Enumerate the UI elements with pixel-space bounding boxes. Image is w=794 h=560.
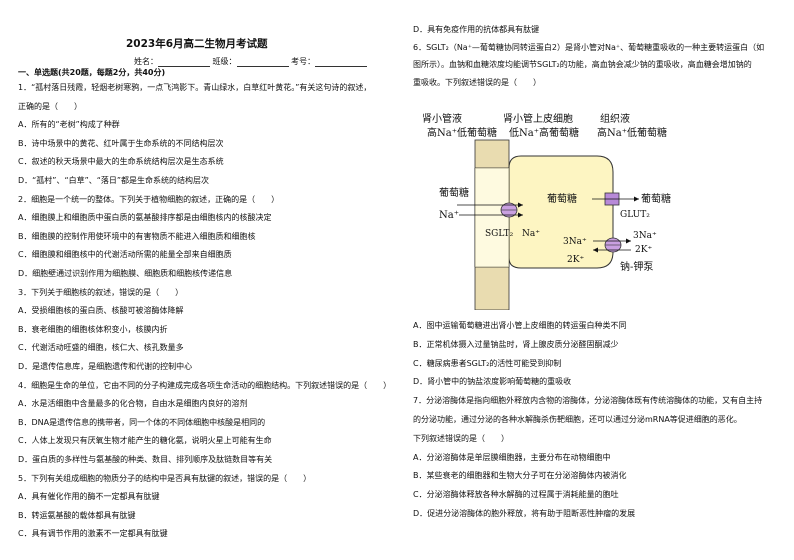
question-line: C．人体上发现只有厌氧生物才能产生的糖化氨，说明火星上可能有生命 [18,436,272,446]
glucose-right-label: 葡萄糖 [641,192,671,205]
question-line: A．水是活细胞中含量最多的化合物，自由水是细胞内良好的溶剂 [18,399,248,409]
question-line: 重吸收。下列叙述错误的是（ ） [413,77,541,87]
question-line: C．细胞膜和细胞核中的代谢活动所需的能量全部来自细胞质 [18,250,232,260]
question-line: B．衰老细胞的细胞核体积变小，核膜内折 [18,324,168,334]
question-line: 7．分泌溶酶体是指向细胞外释放内含物的溶酶体，分泌溶酶体既有传统溶酶体的功能，又… [413,396,763,406]
question-line: D．具有免疫作用的抗体都具有肽键 [413,25,540,34]
question-line: C．具有调节作用的激素不一定都具有肽键 [18,529,168,539]
question-line: B．DNA是遗传信息的携带者，同一个体的不同体细胞中核酸是相同的 [18,417,266,427]
na3-in-label: 3Na⁺ [563,237,587,247]
question-line: D．是遗传信息库，是细胞遗传和代谢的控制中心 [18,362,193,371]
sglt2-transport-diagram: 肾小管液 高Na⁺低葡萄糖 肾小管上皮细胞 低Na⁺高葡萄糖 组织液 高Na⁺低… [422,112,671,310]
question-line: D．细胞壁通过识别作用为细胞膜、细胞质和细胞核传递信息 [18,269,233,278]
question-line: A．受损细胞核的蛋白质、核酸可被溶酶体降解 [18,306,184,316]
glucose-mid-label: 葡萄糖 [547,192,577,205]
number-label: 考号： [291,57,316,66]
question-line: 6．SGLT₂（Na⁺—葡萄糖协同转运蛋白2）是肾小管对Na⁺、葡萄糖重吸收的一… [413,42,765,52]
question-line: B．转运氨基酸的载体都具有肽键 [18,510,136,520]
question-line: C．分泌溶酶体释放各种水解酶的过程属于消耗能量的胞吐 [413,490,619,500]
question-line: A．图中运输葡萄糖进出肾小管上皮细胞的转运蛋白种类不同 [413,321,627,330]
question-line: A．具有催化作用的酶不一定都具有肽键 [18,492,160,502]
question-line: 1．“孤村落日残霞，轻烟老树寒鸦，一点飞鸿影下。青山绿水，白草红叶黄花。”有关这… [18,83,372,92]
adjacent-cell-top-left [474,139,510,169]
question-line: D．“孤村”、“白草”、“落日”都是生命系统的结构层次 [18,176,210,185]
name-label: 姓名： [134,57,158,66]
question-line: C．代谢活动旺盛的细胞，核仁大、核孔数量多 [18,343,184,353]
question-line: A．分泌溶酶体是单层膜细胞器，主要分布在动物细胞中 [413,452,611,462]
question-line: B．正常机体摄入过量钠盐时，肾上腺皮质分泌醛固酮减少 [413,339,619,349]
student-info-line: 姓名： 班级： 考号： [134,56,368,67]
question-line: 图所示）。血钠和血糖浓度均能调节SGLT₂的功能，高血钠会减少钠的重吸收，高血糖… [413,60,752,69]
class-field[interactable] [236,57,289,67]
class-label: 班级： [212,57,237,66]
question-line: 3．下列关于细胞核的叙述，错误的是（ ） [18,287,184,297]
question-line: D．蛋白质的多样性与氨基酸的种类、数目、排列顺序及肽链数目等有关 [18,455,273,464]
page-title: 2023年6月高二生物月考试题 [126,38,268,50]
question-line: B．细胞膜的控制作用使环境中的有害物质不能进入细胞质和细胞核 [18,231,256,241]
na-left-label: Na⁺ [439,210,459,221]
tissue-label: 组织液 [600,112,630,125]
junction-region [475,168,509,267]
question-line: 正确的是（ ） [18,101,82,111]
question-line: D．促进分泌溶酶体的胞外释放，将有助于阻断恶性肿瘤的发展 [413,509,636,518]
question-line: C．糖尿病患者SGLT₂的活性可能受到抑制 [413,358,562,368]
k2-in-label: 2K⁺ [567,255,584,265]
lumen-sub-label: 高Na⁺低葡萄糖 [427,126,497,139]
question-line: A．所有的“老树”构成了种群 [18,120,120,130]
tissue-sub-label: 高Na⁺低葡萄糖 [597,126,667,139]
lumen-label: 肾小管液 [422,112,462,125]
glucose-left-label: 葡萄糖 [439,186,469,199]
question-line: B．某些衰老的细胞器和生物大分子可在分泌溶酶体内被消化 [413,471,627,481]
cell-label: 肾小管上皮细胞 [503,112,573,125]
glut2-label: GLUT₂ [620,210,650,220]
k2-out-label: 2K⁺ [635,245,652,255]
name-field[interactable] [158,57,210,67]
question-line: C．叙述的秋天场景中最大的生命系统结构层次是生态系统 [18,157,224,167]
section-heading: 一、单选题(共20题，每题2分，共40分) [18,68,166,77]
question-line: 5．下列有关组成细胞的物质分子的结构中是否具有肽键的叙述，错误的是（ ） [18,473,312,483]
question-line: 4．细胞是生命的单位，它由不同的分子构建成完成各项生命活动的细胞结构。下列叙述错… [18,380,392,390]
number-field[interactable] [315,57,368,67]
question-line: 下列叙述错误的是（ ） [413,433,509,443]
question-line: 的分泌功能，通过分泌的各种水解酶杀伤靶细胞，还可以通过分泌mRNA等促进细胞的恶… [413,415,742,424]
question-line: B．诗中场景中的黄花、红叶属于生命系统的不同结构层次 [18,138,224,148]
pump-label: 钠-钾泵 [620,260,653,273]
question-line: D．肾小管中的钠盐浓度影响葡萄糖的重吸收 [413,377,572,387]
na3-out-label: 3Na⁺ [633,231,657,241]
cell-sub-label: 低Na⁺高葡萄糖 [509,126,579,139]
na-mid-label: Na⁺ [522,229,540,239]
question-line: A．细胞膜上和细胞质中蛋白质的氨基酸排序都是由细胞核内的核酸决定 [18,213,272,223]
adjacent-cell-bottom-left [474,266,510,310]
question-line: 2．细胞是一个统一的整体。下列关于植物细胞的叙述，正确的是（ ） [18,194,280,204]
sglt2-label: SGLT₂ [485,229,514,239]
